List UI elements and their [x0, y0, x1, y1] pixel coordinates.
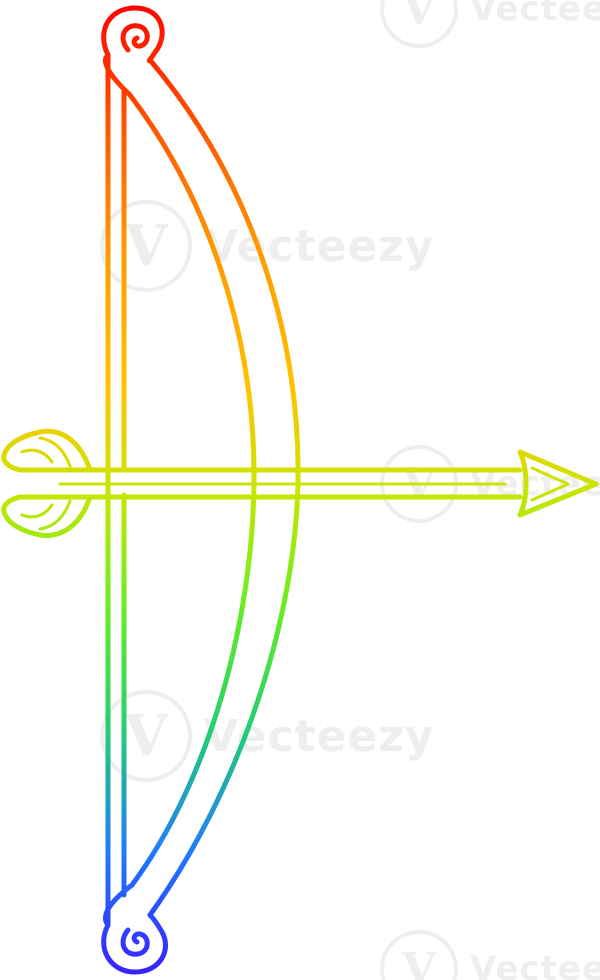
bow-bottom-curl-spiral [120, 927, 150, 957]
bow-bottom-curl [101, 882, 168, 975]
arrow-shaft [37, 467, 523, 500]
arrow-head-inner [530, 466, 570, 502]
arrow-head [517, 449, 599, 518]
bow-top-curl-spiral [120, 23, 150, 53]
bow-top-curl [101, 5, 165, 98]
bow-limb-inner [127, 92, 257, 888]
arrow-fletching-bottom-detail [20, 499, 72, 531]
bow-limb-outer [147, 57, 301, 918]
arrow-fletching-top-detail [20, 436, 72, 468]
arrow-fletching-top [1, 428, 93, 473]
arrow-fletching-bottom [1, 494, 93, 538]
